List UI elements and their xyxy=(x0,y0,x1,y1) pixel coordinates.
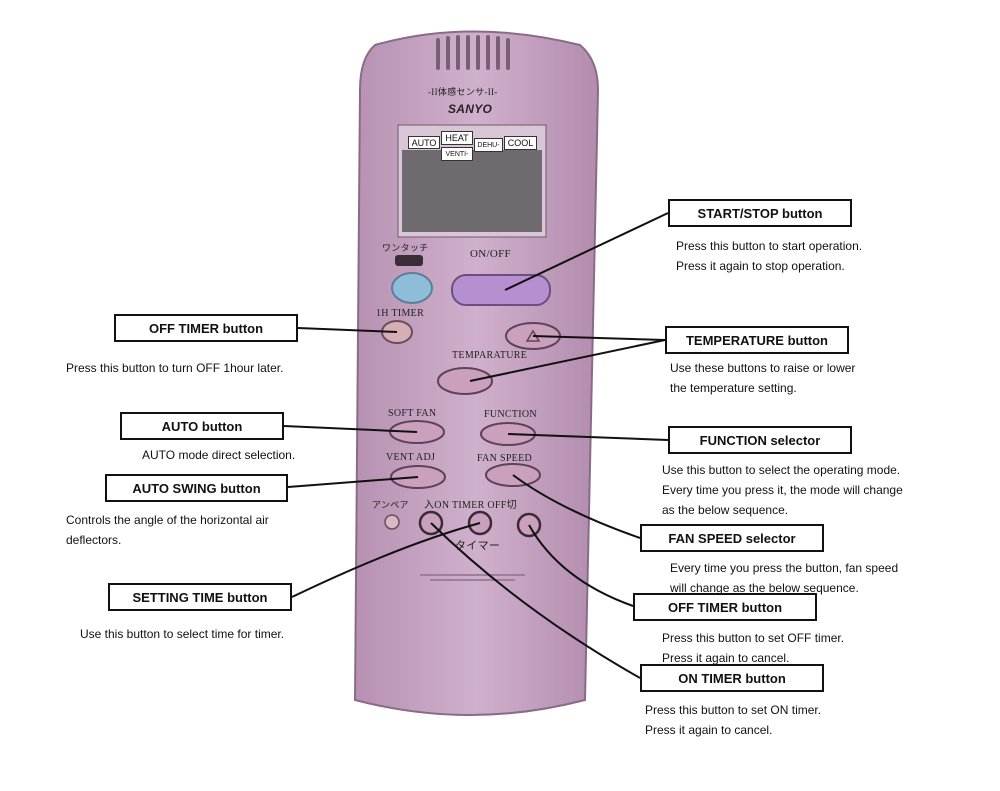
auto-swing-label: AUTO SWING button xyxy=(105,474,288,502)
desc-line: deflectors. xyxy=(66,533,122,547)
sensor-text: -II体感センサ-II- xyxy=(428,87,498,97)
on-timer-desc: Press this button to set ON timer. Press… xyxy=(645,700,821,740)
desc-line: as the below sequence. xyxy=(662,503,789,517)
temperature-label: TEMPERATURE button xyxy=(665,326,849,354)
fan-speed-text: FAN SPEED xyxy=(477,453,533,464)
on-off-text: ON/OFF xyxy=(470,248,511,260)
one-touch-badge xyxy=(395,255,423,266)
leader-start-stop xyxy=(504,212,669,291)
one-touch-button[interactable] xyxy=(391,272,433,304)
desc-line: Use this button to select time for timer… xyxy=(80,627,285,641)
leader-temperature-down xyxy=(469,339,666,382)
function-label: FUNCTION selector xyxy=(668,426,852,454)
leader-temperature-up xyxy=(532,335,666,341)
leader-on-timer xyxy=(430,522,641,679)
fan-speed-desc: Every time you press the button, fan spe… xyxy=(670,558,898,598)
start-stop-button[interactable] xyxy=(451,274,551,306)
ampere-text: アンペア xyxy=(372,500,409,510)
mode-auto: AUTO xyxy=(408,136,440,149)
leader-off-timer xyxy=(528,524,634,607)
on-timer-label: ON TIMER button xyxy=(640,664,824,692)
desc-line: the temperature setting. xyxy=(670,381,797,395)
desc-line: will change as the below sequence. xyxy=(670,581,859,595)
desc-line: Press this button to set ON timer. xyxy=(645,703,822,717)
start-stop-desc: Press this button to start operation. Pr… xyxy=(676,236,862,276)
function-text: FUNCTION xyxy=(484,409,537,420)
off-timer-label: OFF TIMER button xyxy=(633,593,817,621)
temp-down-button[interactable] xyxy=(437,367,493,395)
desc-line: Press this button to set OFF timer. xyxy=(662,631,845,645)
desc-line: Every time you press it, the mode will c… xyxy=(662,483,903,497)
ampere-button[interactable] xyxy=(384,514,400,530)
one-touch-text: ワンタッチ xyxy=(382,243,429,253)
mode-dehu: DEHU- xyxy=(474,138,503,152)
vent-adj-text: VENT ADJ xyxy=(386,452,436,463)
fan-speed-label: FAN SPEED selector xyxy=(640,524,824,552)
leader-fan-speed xyxy=(512,474,641,539)
mode-cool: COOL xyxy=(504,136,537,150)
function-desc: Use this button to select the operating … xyxy=(662,460,903,520)
desc-line: Controls the angle of the horizontal air xyxy=(66,513,269,527)
leader-auto xyxy=(283,425,418,433)
timer-1h-text: 1H TIMER xyxy=(376,308,425,319)
desc-line: Press this button to start operation. xyxy=(676,239,863,253)
desc-line: Use these buttons to raise or lower xyxy=(670,361,856,375)
desc-line: Press it again to cancel. xyxy=(645,723,773,737)
leader-setting-time xyxy=(291,522,481,598)
desc-line: Press it again to stop operation. xyxy=(676,259,845,273)
desc-line: AUTO mode direct selection. xyxy=(142,448,296,462)
timer-jp-text: タイマー xyxy=(455,540,501,552)
off-timer-desc: Press this button to set OFF timer. Pres… xyxy=(662,628,844,668)
desc-line: Press this button to turn OFF 1hour late… xyxy=(66,361,284,375)
setting-time-desc: Use this button to select time for timer… xyxy=(80,624,284,644)
on-timer-off-text: 入ON TIMER OFF切 xyxy=(424,500,517,511)
mode-venti: VENTI- xyxy=(441,147,473,161)
mode-heat: HEAT xyxy=(441,131,473,145)
leader-off-timer-1h xyxy=(297,327,398,333)
lcd-screen xyxy=(402,150,542,232)
leader-function xyxy=(507,433,669,441)
brand-logo: SANYO xyxy=(448,102,493,116)
off-timer-1h-desc: Press this button to turn OFF 1hour late… xyxy=(66,358,283,378)
temperature-text: TEMPARATURE xyxy=(452,350,528,361)
setting-time-label: SETTING TIME button xyxy=(108,583,292,611)
desc-line: Press it again to cancel. xyxy=(662,651,790,665)
vent-slits xyxy=(436,35,510,70)
start-stop-label: START/STOP button xyxy=(668,199,852,227)
soft-fan-text: SOFT FAN xyxy=(388,408,437,419)
auto-label: AUTO button xyxy=(120,412,284,440)
leader-auto-swing xyxy=(287,476,419,488)
off-timer-1h-label: OFF TIMER button xyxy=(114,314,298,342)
desc-line: Use this button to select the operating … xyxy=(662,463,901,477)
temperature-desc: Use these buttons to raise or lower the … xyxy=(670,358,855,398)
desc-line: Every time you press the button, fan spe… xyxy=(670,561,899,575)
auto-swing-desc: Controls the angle of the horizontal air… xyxy=(66,510,269,550)
auto-desc: AUTO mode direct selection. xyxy=(142,445,295,465)
